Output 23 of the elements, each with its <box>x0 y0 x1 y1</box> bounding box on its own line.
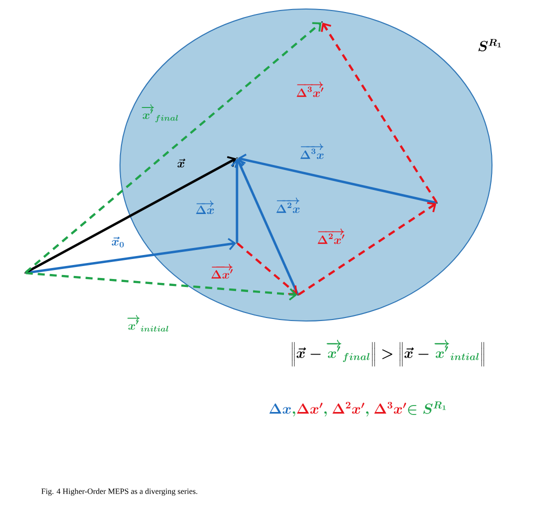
vector-arrow <box>25 156 236 274</box>
set-label: $S^{R_1}$ <box>478 38 501 52</box>
vector-arrow <box>234 158 299 295</box>
vector-label: $\vec{x}$ <box>178 158 186 168</box>
vector-arrow <box>236 242 298 295</box>
vector-label: $\overrightarrow{\Delta^3 x}$ <box>300 144 324 159</box>
vector-label: $\overrightarrow{x'}_{initial}$ <box>127 315 168 332</box>
vector-label: $\overrightarrow{\Delta x'}$ <box>211 264 233 279</box>
vector-arrow <box>230 158 244 242</box>
vector-label: $\vec{x}_0$ <box>112 236 124 248</box>
formula: ${\color[HTML]{1F6FC0}\Delta x}{\color[HTML]{1FA34A},} {\color[HTML]{E8141C}\Delta x'}{\color[HTML]{1FA34A},}\ {\color[HTML]{E8141C}\Delta^2 x'}{\color[HTML]{1FA34A},}\ {\color[HTML]{E8141C}\Delta^3 x'} {\color[HTML]{1FA34A}\in S^{R_1}}$ <box>269 402 446 416</box>
vector-arrow <box>320 22 438 203</box>
vector-label: $\overrightarrow{\Delta^2 x}$ <box>276 198 300 213</box>
formula: $\left\| \vec{x} - {\color[HTML]{1FA34A}\overrightarrow{x'}_{final}} \right\| > \left\| \vec{x} - {\color[HTML]{1FA34A}\overrightarrow{x'}_{intial}} \right\|$ <box>292 340 484 366</box>
vector-arrow <box>238 154 436 204</box>
vector-arrow <box>298 202 436 296</box>
vector-arrow <box>24 22 322 274</box>
vector-label: $\overrightarrow{\Delta^3 x'}$ <box>296 82 324 97</box>
vector-arrow <box>26 272 298 301</box>
vector-label: $\overrightarrow{x'}_{final}$ <box>142 104 178 122</box>
vector-label: $\overrightarrow{\Delta x}$ <box>196 200 214 214</box>
caption: Fig. 4 Higher-Order MEPS as a diverging series. <box>41 488 198 496</box>
vector-label: $\overrightarrow{\Delta^2 x'}$ <box>318 228 344 244</box>
